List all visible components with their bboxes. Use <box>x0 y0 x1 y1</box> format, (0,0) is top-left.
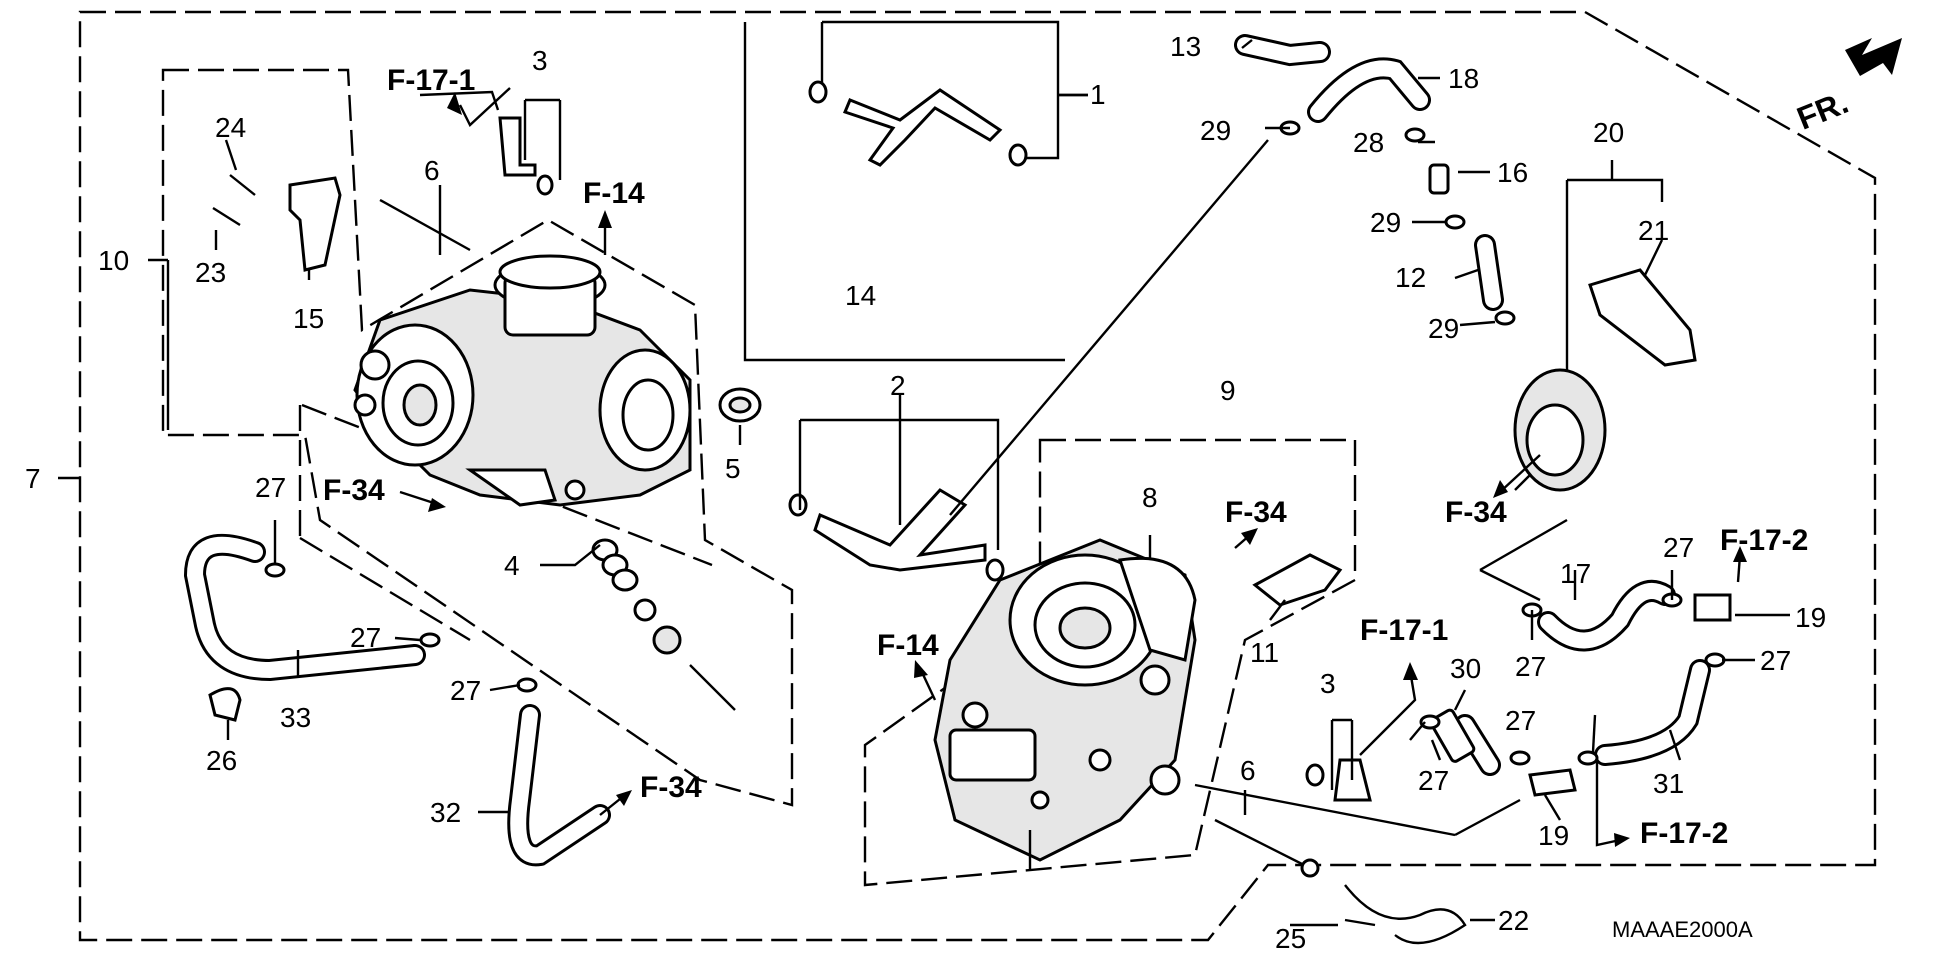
front-direction-arrow: FR. <box>1792 38 1902 137</box>
part-number-17: 17 <box>1560 558 1591 589</box>
part-number-19-bottom: 19 <box>1538 820 1569 851</box>
part-number-27-d: 27 <box>1663 532 1694 563</box>
part-number-14: 14 <box>845 280 876 311</box>
ref-label-f34-bottom: F-34 <box>640 771 702 804</box>
ref-label-f34-left: F-34 <box>323 474 385 507</box>
part-number-27-a: 27 <box>255 472 286 503</box>
part-number-18: 18 <box>1448 63 1479 94</box>
part-number-21: 21 <box>1638 215 1669 246</box>
part-number-29-a: 29 <box>1200 115 1231 146</box>
leader-lines <box>58 39 1790 927</box>
ref-label-f17-2-top: F-17-2 <box>1720 524 1808 557</box>
part-number-6-left: 6 <box>424 155 440 186</box>
part-number-32: 32 <box>430 797 461 828</box>
part-number-10: 10 <box>98 245 129 276</box>
part-number-33: 33 <box>280 702 311 733</box>
part-number-labels: 1 2 3 3 4 5 6 6 7 8 9 10 11 12 13 14 15 … <box>25 31 1826 954</box>
part-number-26: 26 <box>206 745 237 776</box>
part-number-5: 5 <box>725 453 741 484</box>
part-number-27-g: 27 <box>1505 705 1536 736</box>
part-number-25: 25 <box>1275 923 1306 954</box>
ref-label-f17-1-right: F-17-1 <box>1360 614 1448 647</box>
reference-arrows <box>399 87 1747 847</box>
top-hose-kit-outline <box>743 22 1065 362</box>
part-number-29-c: 29 <box>1428 313 1459 344</box>
ref-label-f14-bottom: F-14 <box>877 629 939 662</box>
part-number-24: 24 <box>215 112 246 143</box>
front-direction-label: FR. <box>1792 84 1853 137</box>
small-parts <box>208 116 1732 945</box>
reference-labels: F-17-1 F-14 F-34 F-34 F-34 F-14 F-34 F-1… <box>323 64 1808 850</box>
part-number-15: 15 <box>293 303 324 334</box>
part-number-19-right: 19 <box>1795 602 1826 633</box>
part-number-12: 12 <box>1395 262 1426 293</box>
joint-pipe-2 <box>788 488 1005 582</box>
ref-label-f14-top: F-14 <box>583 177 645 210</box>
part-number-6-right: 6 <box>1240 755 1256 786</box>
left-carburetor-body <box>353 254 692 507</box>
part-number-9: 9 <box>1220 375 1236 406</box>
part-number-27-b: 27 <box>350 622 381 653</box>
left-carburetor-outline <box>161 68 794 807</box>
part-number-13: 13 <box>1170 31 1201 62</box>
ref-label-f34-center: F-34 <box>1225 496 1287 529</box>
part-number-3-right: 3 <box>1320 668 1336 699</box>
hoses <box>183 34 1711 867</box>
ref-label-f17-2-bottom: F-17-2 <box>1640 817 1728 850</box>
assembly-outline <box>78 10 1877 942</box>
ref-label-f17-1-top: F-17-1 <box>387 64 475 97</box>
part-number-2: 2 <box>890 370 906 401</box>
part-number-23: 23 <box>195 257 226 288</box>
joint-pipe-1 <box>808 80 1028 167</box>
part-number-28: 28 <box>1353 127 1384 158</box>
part-number-3-left: 3 <box>532 45 548 76</box>
part-number-7: 7 <box>25 463 41 494</box>
part-number-31: 31 <box>1653 768 1684 799</box>
part-number-27-h: 27 <box>1418 765 1449 796</box>
part-number-4: 4 <box>504 550 520 581</box>
part-number-11: 11 <box>1250 637 1279 668</box>
part-number-22: 22 <box>1498 905 1529 936</box>
part-number-27-e: 27 <box>1760 645 1791 676</box>
part-number-8: 8 <box>1142 482 1158 513</box>
part-number-20: 20 <box>1593 117 1624 148</box>
diagram-code: MAAAE2000A <box>1612 917 1753 942</box>
part-number-16: 16 <box>1497 157 1528 188</box>
right-carburetor-body <box>933 538 1197 870</box>
ref-label-f34-right: F-34 <box>1445 496 1507 529</box>
part-number-30: 30 <box>1450 653 1481 684</box>
part-number-1: 1 <box>1090 79 1106 110</box>
part-number-27-c: 27 <box>450 675 481 706</box>
part-number-29-b: 29 <box>1370 207 1401 238</box>
part-number-27-f: 27 <box>1515 651 1546 682</box>
